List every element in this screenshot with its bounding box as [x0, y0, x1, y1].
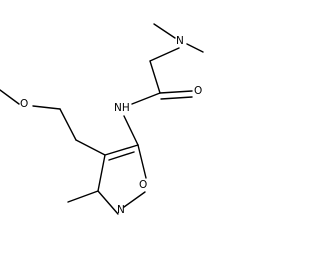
bond-c5-o-ring: [137, 144, 147, 179]
amine-nitrogen-label: N: [176, 35, 184, 47]
carbonyl-oxygen-label: O: [194, 85, 202, 97]
ring-oxygen-label: O: [139, 179, 147, 191]
bond-c4-ch2: [75, 139, 106, 156]
bond-nh-c5: [123, 115, 139, 146]
bond-n-methyl-right: [186, 43, 204, 53]
bond-c4-c5-inner: [108, 151, 135, 161]
bond-n-ch2: [149, 47, 180, 62]
bond-ch2-carbonyl: [149, 60, 161, 94]
bond-c3-c4: [97, 154, 106, 192]
bond-ch2-o-ether: [32, 105, 61, 110]
bond-o-ether-methyl: [0, 89, 20, 105]
bond-o-ring-n-ring: [123, 191, 146, 208]
ring-nitrogen-label: N: [117, 204, 125, 216]
bond-carbonyl-nh: [131, 92, 161, 105]
bond-carbonyl-double-2: [160, 96, 193, 100]
ether-oxygen-label: O: [20, 98, 28, 110]
bond-n-ring-c3-double: [97, 190, 119, 215]
bond-n-methyl-left: [153, 23, 176, 39]
molecule-diagram: N NH O O O N: [0, 23, 204, 216]
bond-ch2-ch2: [59, 108, 77, 141]
bond-carbonyl-double-1: [159, 90, 193, 94]
bond-c4-c5-outer: [104, 144, 139, 156]
bond-c3-methyl: [67, 190, 99, 203]
amide-nh-label: NH: [114, 102, 130, 114]
